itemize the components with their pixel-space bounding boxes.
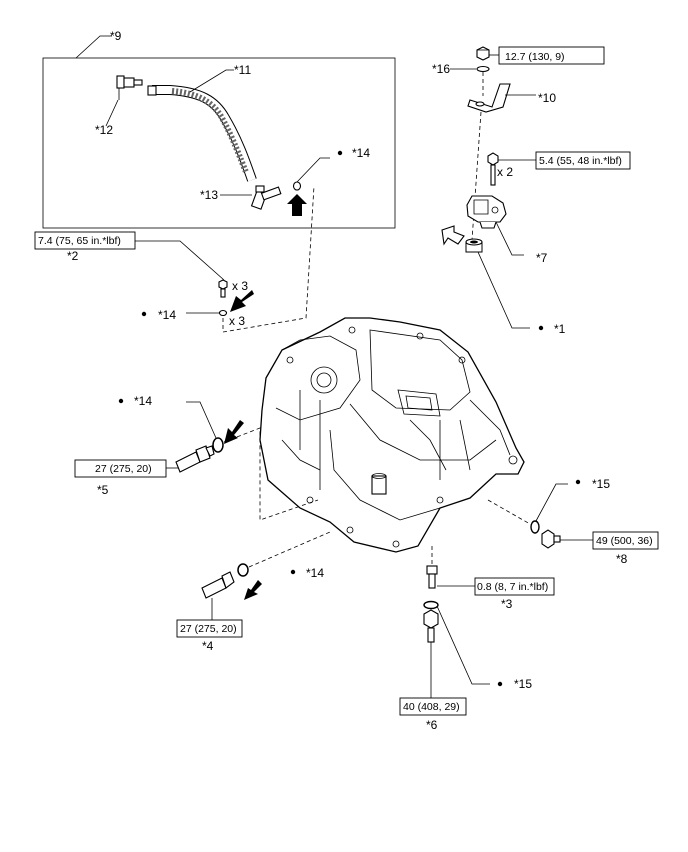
torque-box-5 (74, 459, 167, 478)
callout-15-lower: *15 (514, 677, 532, 691)
callout-4: *4 (202, 639, 214, 653)
torque-top: 12.7 (130, 9) (505, 51, 565, 63)
bullet-icon (141, 311, 147, 317)
torque-box-6 (399, 697, 467, 716)
inset-frame (42, 57, 396, 229)
torque-bolt7: 5.4 (55, 48 in.*lbf) (539, 155, 622, 167)
o-ring-14-inset (292, 181, 302, 191)
o-ring-14-4 (237, 563, 249, 577)
callout-14-5: *14 (134, 394, 152, 408)
o-ring-14-5 (212, 437, 224, 453)
callout-11: *11 (234, 63, 251, 77)
callout-2: *2 (67, 249, 79, 263)
torque-box-8 (592, 531, 659, 550)
bullet-icon (497, 681, 503, 687)
o-ring-14-x3 (218, 309, 228, 317)
callout-7: *7 (536, 251, 548, 265)
sensor-7 (466, 195, 507, 229)
callout-5: *5 (97, 483, 109, 497)
torque-2: 7.4 (75, 65 in.*lbf) (38, 235, 121, 247)
torque-box-3 (474, 577, 555, 596)
torque-box-bolt7 (535, 151, 631, 170)
bullet-icon (337, 150, 343, 156)
callout-1: *1 (554, 322, 566, 336)
oil-seal-1 (465, 238, 483, 253)
qty-bolt7: x 2 (497, 165, 513, 179)
torque-box-2 (34, 231, 136, 250)
oil-cooler-hose-11 (147, 85, 257, 182)
callout-6: *6 (426, 718, 438, 732)
plug-8 (541, 529, 561, 549)
gasket-15-right (530, 520, 540, 534)
bullet-icon (118, 398, 124, 404)
callout-10: *10 (538, 91, 556, 105)
callout-14-inset: *14 (352, 146, 370, 160)
fluid-arrow-icon (244, 580, 262, 600)
bullet-icon (575, 479, 581, 485)
gasket-15-lower (423, 600, 439, 610)
transaxle-case (259, 317, 525, 553)
union-4 (201, 571, 235, 599)
bracket-10 (467, 83, 511, 113)
qty-2: x 3 (232, 279, 248, 293)
fluid-arrow-icon (224, 420, 244, 444)
torque-5: 27 (275, 20) (95, 463, 152, 475)
torque-3: 0.8 (8, 7 in.*lbf) (477, 581, 548, 593)
torque-8: 49 (500, 36) (596, 535, 653, 547)
fluid-arrow-icon (287, 194, 307, 216)
torque-box-top (498, 46, 605, 65)
callout-12: *12 (95, 123, 113, 137)
torque-4: 27 (275, 20) (180, 623, 237, 635)
bolt-x2 (487, 152, 499, 186)
torque-6: 40 (408, 29) (403, 701, 460, 713)
callout-3: *3 (501, 597, 513, 611)
washer-16 (476, 65, 490, 73)
callout-14-4: *14 (306, 566, 324, 580)
union-5 (175, 445, 215, 473)
nut-top (476, 46, 490, 61)
elbow-fitting-13 (250, 185, 282, 210)
bolt-x3 (218, 279, 228, 298)
callout-14-left: *14 (158, 308, 176, 322)
callout-9: *9 (110, 29, 122, 43)
callout-15-right: *15 (592, 477, 610, 491)
callout-13: *13 (200, 188, 218, 202)
union-fitting-12 (116, 75, 143, 100)
torque-box-4 (176, 619, 243, 638)
callout-16: *16 (432, 62, 450, 76)
callout-8: *8 (616, 552, 628, 566)
fluid-arrow-icon (230, 290, 254, 312)
bullet-icon (290, 569, 296, 575)
grease-arrow-icon (441, 225, 465, 246)
drain-plug-6 (423, 609, 439, 643)
plug-3 (426, 565, 438, 589)
qty-14: x 3 (229, 314, 245, 328)
bullet-icon (538, 325, 544, 331)
